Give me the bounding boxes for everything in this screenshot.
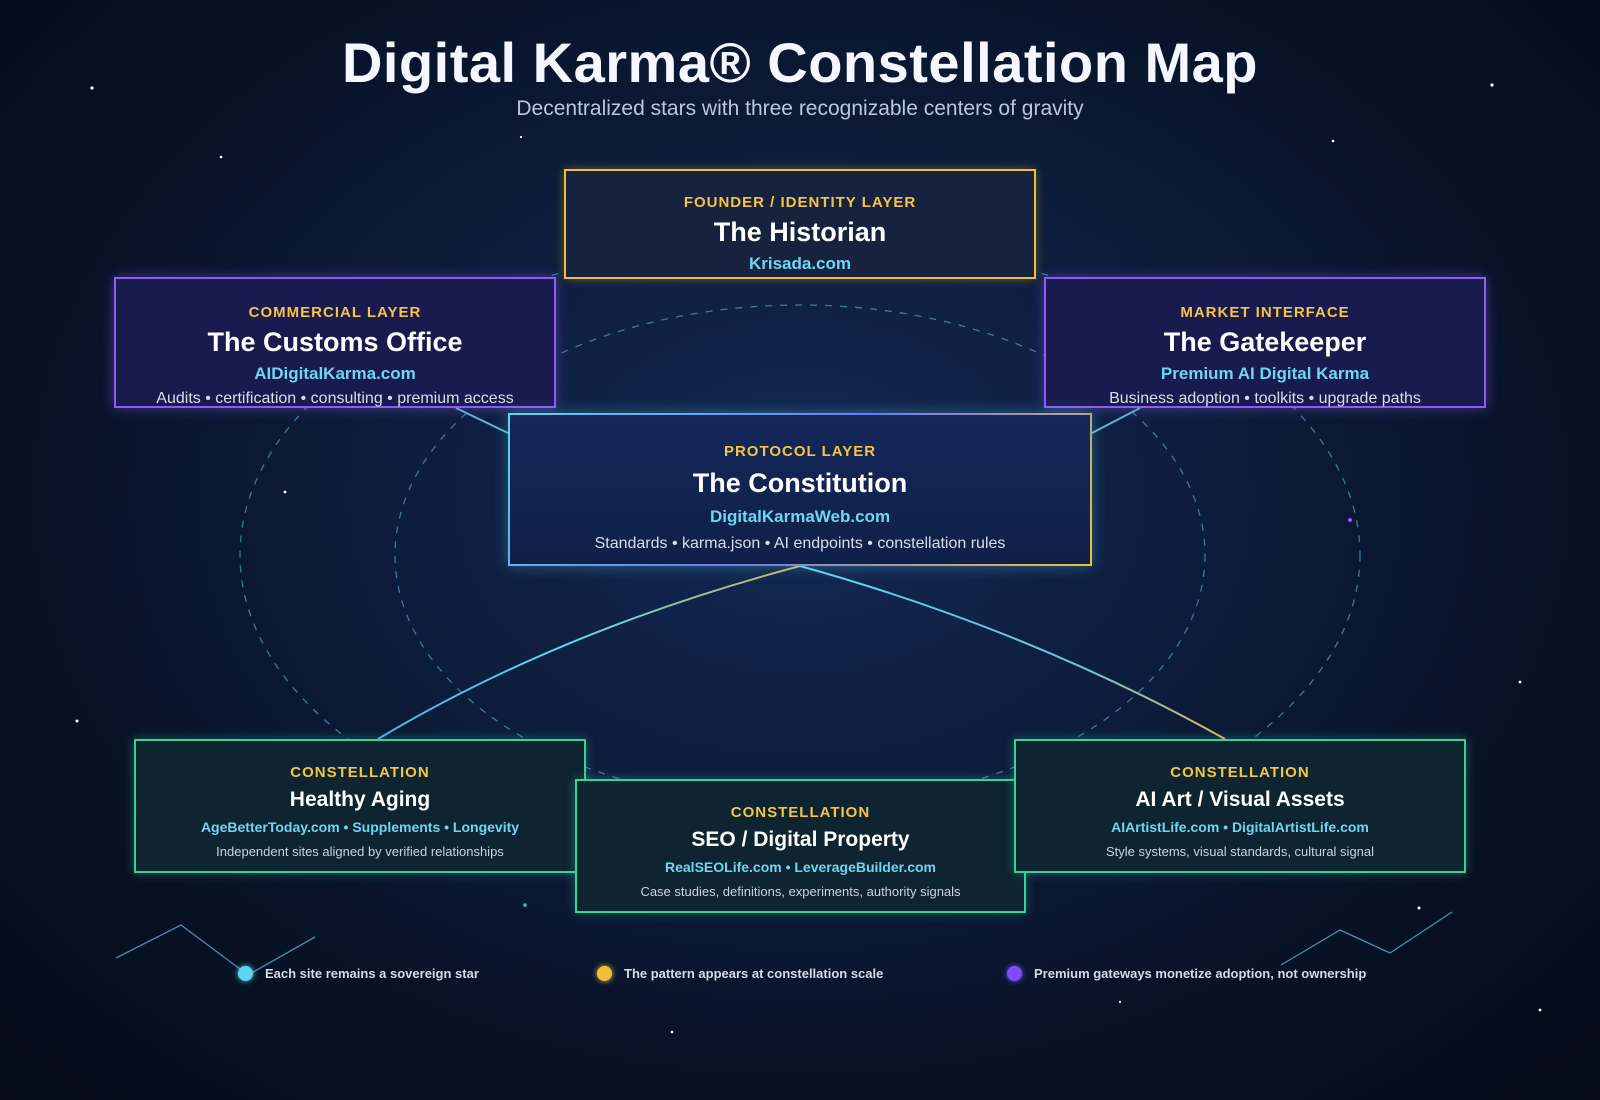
node-gatekeeper[interactable]: MARKET INTERFACE The Gatekeeper Premium … (1044, 277, 1486, 408)
node-description: Business adoption • toolkits • upgrade p… (1109, 390, 1421, 407)
legend-dot-icon (1007, 966, 1022, 981)
node-title: Healthy Aging (289, 788, 431, 811)
node-site-links[interactable]: AIArtistLife.com • DigitalArtistLife.com (1111, 819, 1369, 835)
node-description: Standards • karma.json • AI endpoints • … (594, 535, 1006, 552)
constellation-ai-art[interactable]: CONSTELLATION AI Art / Visual Assets AIA… (1014, 739, 1466, 873)
node-layer-label: FOUNDER / IDENTITY LAYER (683, 194, 917, 211)
node-site-links[interactable]: AgeBetterToday.com • Supplements • Longe… (200, 819, 520, 835)
node-constitution[interactable]: PROTOCOL LAYER The Constitution DigitalK… (508, 413, 1092, 566)
node-title: SEO / Digital Property (691, 828, 910, 851)
node-site-link[interactable]: Premium AI Digital Karma (1160, 364, 1370, 383)
orbit-rings (239, 242, 1361, 868)
node-site-links[interactable]: RealSEOLife.com • LeverageBuilder.com (665, 859, 936, 875)
node-site-link[interactable]: DigitalKarmaWeb.com (709, 507, 891, 526)
node-title: AI Art / Visual Assets (1135, 788, 1345, 811)
legend-dot-icon (238, 966, 253, 981)
node-layer-label: CONSTELLATION (1170, 764, 1310, 781)
node-layer-label: CONSTELLATION (290, 764, 430, 781)
star-field (75, 72, 1542, 1034)
legend-item-sovereign-star: Each site remains a sovereign star (238, 966, 479, 981)
legend-item-constellation-scale: The pattern appears at constellation sca… (597, 966, 883, 981)
node-description: Independent sites aligned by verified re… (216, 844, 504, 859)
node-layer-label: MARKET INTERFACE (1180, 304, 1350, 321)
constellation-seo-digital-property[interactable]: CONSTELLATION SEO / Digital Property Rea… (575, 779, 1026, 913)
page-subtitle: Decentralized stars with three recogniza… (516, 97, 1084, 120)
node-title: The Gatekeeper (1163, 327, 1367, 357)
node-customs-office[interactable]: COMMERCIAL LAYER The Customs Office AIDi… (114, 277, 556, 408)
node-historian[interactable]: FOUNDER / IDENTITY LAYER The Historian K… (564, 169, 1036, 279)
node-site-link[interactable]: AIDigitalKarma.com (254, 364, 416, 383)
node-description: Style systems, visual standards, cultura… (1105, 844, 1375, 859)
node-layer-label: PROTOCOL LAYER (723, 443, 877, 460)
legend-label: The pattern appears at constellation sca… (624, 966, 884, 981)
node-description: Audits • certification • consulting • pr… (156, 390, 514, 407)
node-site-link[interactable]: Krisada.com (748, 254, 852, 273)
node-title: The Constitution (692, 468, 908, 498)
node-title: The Customs Office (207, 327, 463, 357)
legend-label: Premium gateways monetize adoption, not … (1034, 966, 1367, 981)
page-title: Digital Karma® Constellation Map (341, 31, 1259, 94)
node-description: Case studies, definitions, experiments, … (640, 884, 961, 899)
decorative-zigzags (115, 911, 1453, 976)
legend-item-premium-gateways: Premium gateways monetize adoption, not … (1007, 966, 1366, 981)
connector-lines (377, 407, 1226, 740)
node-title: The Historian (713, 217, 887, 247)
constellation-healthy-aging[interactable]: CONSTELLATION Healthy Aging AgeBetterTod… (134, 739, 586, 873)
legend-label: Each site remains a sovereign star (265, 966, 479, 981)
legend-dot-icon (597, 966, 612, 981)
node-layer-label: COMMERCIAL LAYER (248, 304, 422, 321)
node-layer-label: CONSTELLATION (730, 804, 871, 821)
